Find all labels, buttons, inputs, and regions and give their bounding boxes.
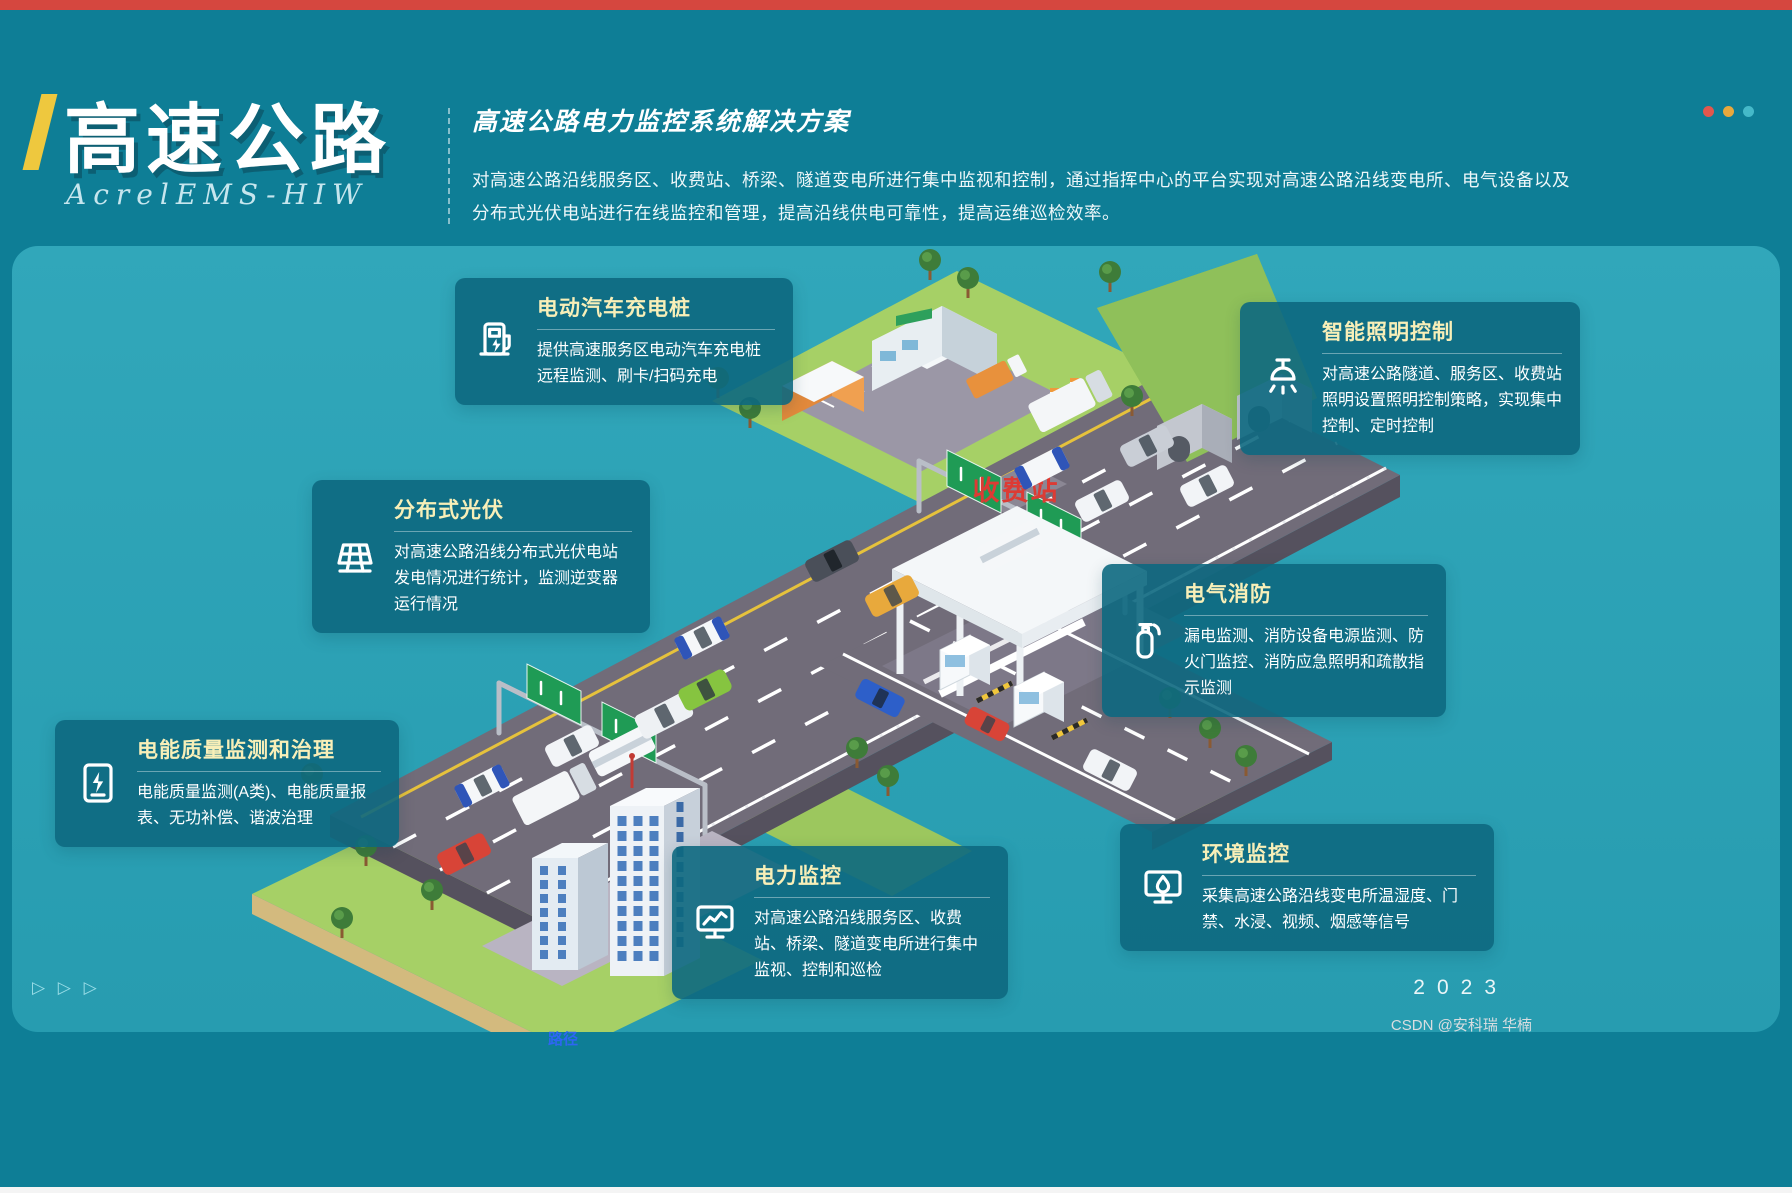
dot-orange-icon — [1723, 106, 1734, 117]
callout-title: 电能质量监测和治理 — [137, 734, 381, 772]
play-arrows-icon: ▷ ▷ ▷ — [32, 978, 101, 997]
callout-smart-lighting: 智能照明控制 对高速公路隧道、服务区、收费站照明设置照明控制策略，实现集中控制、… — [1240, 302, 1580, 455]
toll-station: 收费站 — [892, 476, 1147, 741]
decorative-dots — [1703, 106, 1754, 117]
callout-title: 分布式光伏 — [394, 494, 632, 532]
brand-title: 高速公路 — [64, 98, 392, 183]
dot-teal-icon — [1743, 106, 1754, 117]
caption-link[interactable]: 路径 — [548, 1031, 579, 1048]
callout-body: 对高速公路沿线服务区、收费站、桥梁、隧道变电所进行集中监视、控制和巡检 — [754, 910, 979, 979]
callout-title: 电力监控 — [754, 860, 990, 898]
power-quality-icon — [73, 759, 123, 807]
environment-icon — [1138, 863, 1188, 911]
power-monitor-icon — [690, 898, 740, 946]
vehicles — [437, 370, 1234, 875]
callout-body: 采集高速公路沿线变电所温湿度、门禁、水浸、视频、烟感等信号 — [1202, 888, 1459, 931]
callout-body: 对高速公路沿线分布式光伏电站发电情况进行统计，监测逆变器运行情况 — [394, 544, 619, 613]
lamp-icon — [1258, 354, 1308, 402]
section-title: 高速公路电力监控系统解决方案 — [472, 108, 851, 136]
callout-title: 电气消防 — [1184, 578, 1428, 616]
callout-body: 提供高速服务区电动汽车充电桩远程监测、刷卡/扫码充电 — [537, 342, 762, 385]
service-area-plaza — [782, 306, 1079, 514]
callout-electrical-fire: 电气消防 漏电监测、消防设备电源监测、防火门监控、消防应急照明和疏散指示监测 — [1102, 564, 1446, 717]
section-description: 对高速公路沿线服务区、收费站、桥梁、隧道变电所进行集中监视和控制，通过指挥中心的… — [472, 170, 1570, 224]
header: 高速公路 AcrelEMS-HIW 高速公路电力监控系统解决方案 对高速公路沿线… — [0, 10, 1792, 246]
main-panel: 收费站 — [12, 246, 1780, 1032]
callout-title: 电动汽车充电桩 — [537, 292, 775, 330]
callout-body: 电能质量监测(A类)、电能质量报表、无功补偿、谐波治理 — [137, 784, 367, 827]
header-text-block: 高速公路电力监控系统解决方案 对高速公路沿线服务区、收费站、桥梁、隧道变电所进行… — [472, 102, 1582, 231]
top-accent-bar — [0, 0, 1792, 10]
solar-panel-icon — [330, 532, 380, 580]
callout-body: 对高速公路隧道、服务区、收费站照明设置照明控制策略，实现集中控制、定时控制 — [1322, 366, 1563, 435]
csdn-watermark: CSDN @安科瑞 华楠 — [1390, 1017, 1532, 1034]
bottom-strip — [0, 1187, 1792, 1193]
brand-accent-bar — [22, 94, 58, 170]
callout-title: 环境监控 — [1202, 838, 1476, 876]
callout-ev-charging: 电动汽车充电桩 提供高速服务区电动汽车充电桩远程监测、刷卡/扫码充电 — [455, 278, 793, 405]
ev-charger-icon — [473, 317, 523, 365]
header-divider — [448, 108, 450, 224]
callout-title: 智能照明控制 — [1322, 316, 1562, 354]
fire-extinguisher-icon — [1120, 616, 1170, 664]
callout-distributed-pv: 分布式光伏 对高速公路沿线分布式光伏电站发电情况进行统计，监测逆变器运行情况 — [312, 480, 650, 633]
callout-power-quality: 电能质量监测和治理 电能质量监测(A类)、电能质量报表、无功补偿、谐波治理 — [55, 720, 399, 847]
brand-block: 高速公路 AcrelEMS-HIW — [22, 78, 438, 238]
year-label: 2023 — [1413, 976, 1508, 999]
callout-environment-monitoring: 环境监控 采集高速公路沿线变电所温湿度、门禁、水浸、视频、烟感等信号 — [1120, 824, 1494, 951]
callout-power-monitoring: 电力监控 对高速公路沿线服务区、收费站、桥梁、隧道变电所进行集中监视、控制和巡检 — [672, 846, 1008, 999]
toll-station-sign: 收费站 — [973, 476, 1060, 506]
dot-red-icon — [1703, 106, 1714, 117]
brand-subtitle: AcrelEMS-HIW — [66, 178, 368, 211]
callout-body: 漏电监测、消防设备电源监测、防火门监控、消防应急照明和疏散指示监测 — [1184, 628, 1425, 697]
